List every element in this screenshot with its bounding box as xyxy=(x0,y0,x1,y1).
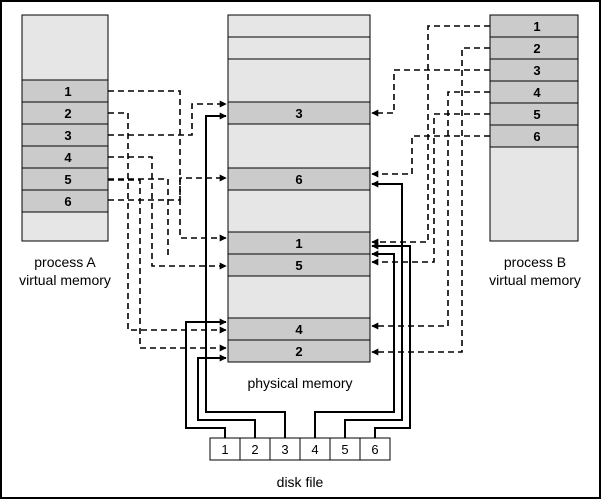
process-b-page: 6 xyxy=(489,124,579,148)
disk-block-label: 1 xyxy=(221,442,228,457)
mapping-b1-to-frame1 xyxy=(371,25,490,246)
process-a-page: 2 xyxy=(21,101,109,125)
disk-file: 1 2 3 4 5 6 xyxy=(209,437,391,461)
process-a-page: 5 xyxy=(21,167,109,191)
disk-block-label: 6 xyxy=(371,442,378,457)
process-b-page: 4 xyxy=(489,80,579,104)
process-a-caption-line1: process A xyxy=(34,254,96,270)
physical-memory-caption: physical memory xyxy=(247,375,352,391)
physical-frame-label: 6 xyxy=(295,172,302,187)
process-a-page-label: 3 xyxy=(64,128,71,143)
physical-frame: 6 xyxy=(227,167,371,191)
disk-block2-to-frame2 xyxy=(197,354,256,438)
mapping-a2-to-frame4 xyxy=(108,112,227,334)
process-a-page: 3 xyxy=(21,123,109,147)
physical-frame-label: 5 xyxy=(295,258,302,273)
disk-block1-to-frame4 xyxy=(185,318,227,438)
process-b-caption-line1: process B xyxy=(504,254,566,270)
mapping-a6-to-frame6 xyxy=(108,174,227,201)
mapping-b6-to-frame6 xyxy=(371,135,490,178)
process-b-page-label: 3 xyxy=(533,63,540,78)
process-b-page-label: 1 xyxy=(533,19,540,34)
physical-frame: 3 xyxy=(227,101,371,125)
disk-block-label: 2 xyxy=(251,442,258,457)
process-b-page-label: 2 xyxy=(533,41,540,56)
mapping-a-to-frame2 xyxy=(108,179,227,352)
mapping-b3-to-frame3 xyxy=(371,69,490,117)
physical-frame-label: 1 xyxy=(295,236,302,251)
process-b-page-label: 4 xyxy=(533,85,541,100)
disk-block5-to-frame6 xyxy=(344,180,403,438)
process-b-page: 5 xyxy=(489,102,579,126)
disk-block-label: 4 xyxy=(311,442,318,457)
disk-file-caption: disk file xyxy=(277,474,324,490)
disk-block4-to-frame5 xyxy=(314,250,395,438)
disk-mappings xyxy=(185,112,411,438)
process-a-page-label: 6 xyxy=(64,194,71,209)
process-a-mappings xyxy=(108,90,227,352)
process-b-page-label: 5 xyxy=(533,107,540,122)
mapping-b2-to-frame2 xyxy=(371,47,490,356)
disk-block3-to-frame3 xyxy=(205,112,286,438)
process-a-virtual-memory: 1 2 3 4 5 6 xyxy=(21,14,109,242)
process-a-page: 6 xyxy=(21,189,109,213)
mapping-a3-to-frame3 xyxy=(108,100,227,136)
mapping-a5-shared-route xyxy=(108,178,169,256)
process-a-page-label: 1 xyxy=(64,84,71,99)
process-a-page: 1 xyxy=(21,79,109,103)
physical-frame: 2 xyxy=(227,339,371,363)
disk-block-label: 5 xyxy=(341,442,348,457)
process-a-page-label: 5 xyxy=(64,172,71,187)
mapping-a4-to-frame5 xyxy=(108,156,227,270)
process-a-page: 4 xyxy=(21,145,109,169)
process-b-caption-line2: virtual memory xyxy=(489,272,581,288)
disk-block-label: 3 xyxy=(281,442,288,457)
mapping-a1-to-frame1 xyxy=(108,90,227,242)
process-b-page: 3 xyxy=(489,58,579,82)
process-a-page-label: 2 xyxy=(64,106,71,121)
physical-frame-label: 4 xyxy=(295,322,303,337)
process-a-caption-line2: virtual memory xyxy=(19,272,111,288)
process-b-page: 1 xyxy=(489,14,579,38)
process-b-page-label: 6 xyxy=(533,129,540,144)
disk-block6-to-frame1 xyxy=(371,242,411,438)
process-b-page: 2 xyxy=(489,36,579,60)
physical-frame: 5 xyxy=(227,253,371,277)
physical-memory: 3 6 1 5 4 2 xyxy=(227,14,371,363)
physical-frame-label: 3 xyxy=(295,106,302,121)
physical-frame: 4 xyxy=(227,317,371,341)
process-a-page-label: 4 xyxy=(64,150,72,165)
process-b-virtual-memory: 1 2 3 4 5 6 xyxy=(489,14,579,242)
physical-frame-label: 2 xyxy=(295,344,302,359)
physical-frame: 1 xyxy=(227,231,371,255)
